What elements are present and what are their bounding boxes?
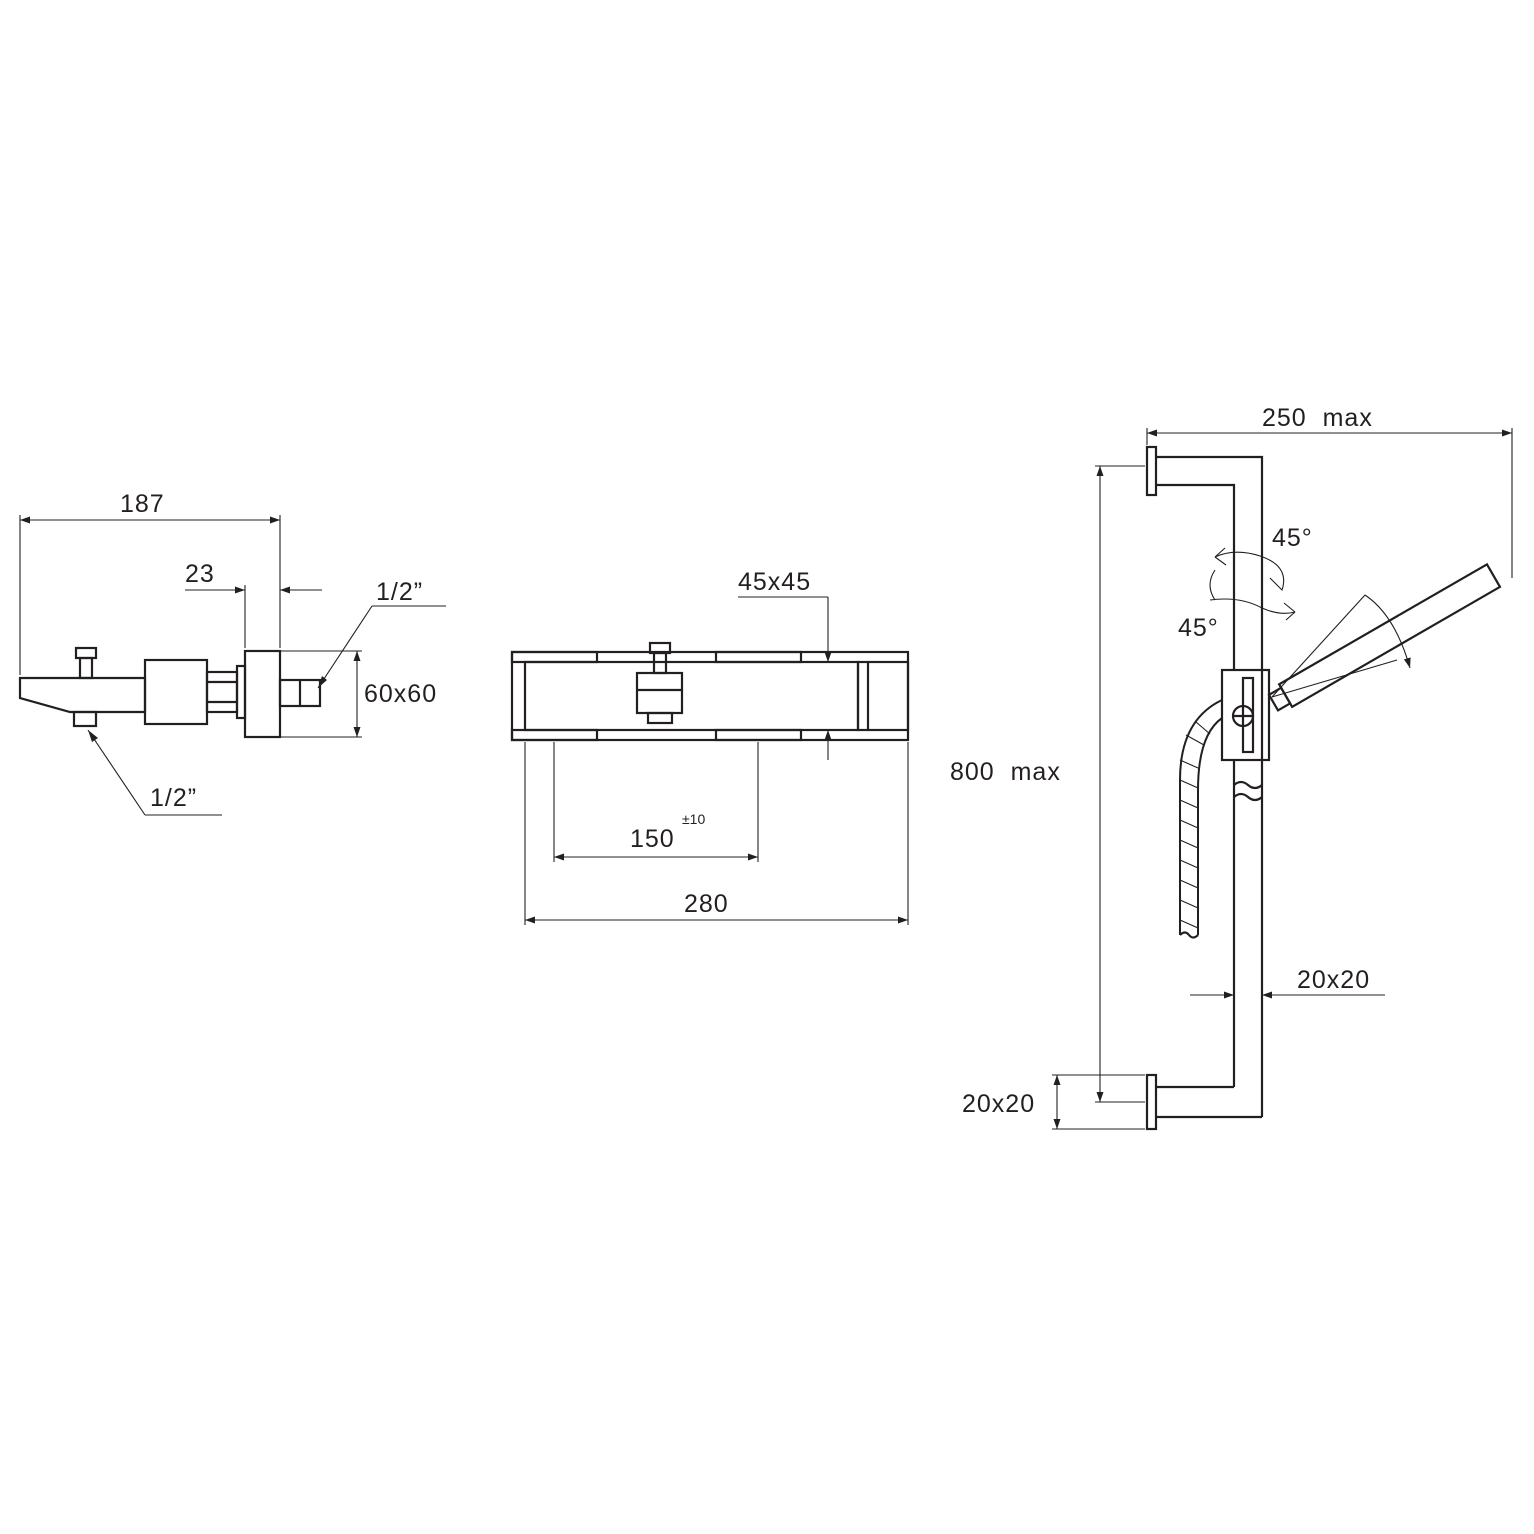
slide-bar-view: 45° 45° 250 max 800 max 20x20 20x20 <box>950 404 1513 1131</box>
diverter-front <box>635 641 684 725</box>
dim-center-distance: 150 <box>630 825 675 853</box>
dim-handle-section: 45x45 <box>738 568 811 596</box>
thermostatic-handle <box>856 660 910 732</box>
spout <box>18 676 147 714</box>
outlet-thread-label: 1/2” <box>150 784 197 812</box>
dim-center-tolerance: ±10 <box>682 811 705 827</box>
top-arm <box>1156 455 1264 1117</box>
spout-outlet <box>72 710 98 728</box>
dim-overall-length: 187 <box>120 490 165 518</box>
left-eccentric-cover <box>510 650 599 664</box>
dim-bracket-section: 20x20 <box>962 1090 1035 1118</box>
dim-height: 800 max <box>950 758 1061 786</box>
slider <box>1220 668 1271 762</box>
dim-bar-section: 20x20 <box>1297 966 1370 994</box>
rotation-arrows <box>1209 547 1296 621</box>
union-nut <box>205 664 247 720</box>
bottom-wall-plate <box>1145 1073 1158 1131</box>
top-wall-plate <box>1145 445 1158 497</box>
front-view: 45x45 150 ±10 280 <box>510 568 910 925</box>
wall-flange <box>243 649 282 739</box>
mixer-body-front <box>510 650 910 742</box>
diverter-knob <box>74 646 98 680</box>
hand-shower <box>1267 562 1502 712</box>
shower-hose <box>1179 699 1223 939</box>
right-eccentric-cover <box>714 650 803 664</box>
dim-overall-width: 280 <box>684 890 729 918</box>
dim-projection: 250 max <box>1262 404 1373 432</box>
dim-body-section: 60x60 <box>364 680 437 708</box>
break-mark <box>1233 780 1263 790</box>
tilt-down-angle: 45° <box>1178 614 1219 642</box>
tilt-up-angle: 45° <box>1272 524 1313 552</box>
side-view: 187 23 1/2” 60x60 1/2” <box>18 490 446 816</box>
inlet-thread-label: 1/2” <box>376 578 423 606</box>
dim-offset: 23 <box>185 560 215 588</box>
mixer-body-side <box>143 658 209 726</box>
